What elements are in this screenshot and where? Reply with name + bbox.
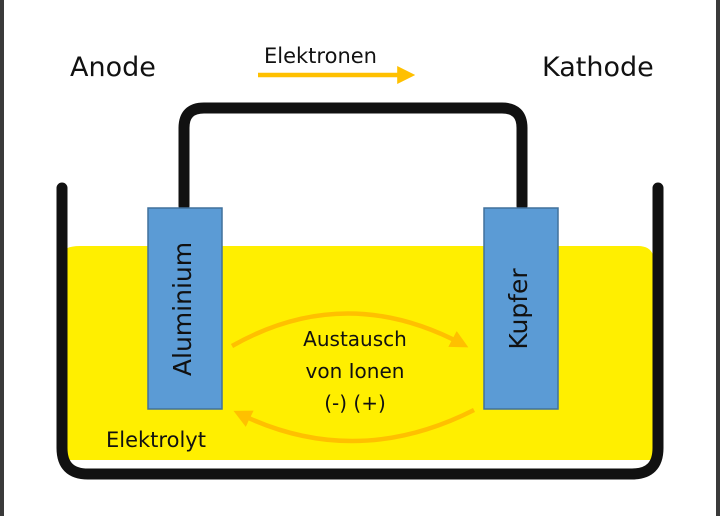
anode-label: Anode — [70, 52, 156, 83]
aluminium-label: Aluminium — [168, 241, 197, 377]
cathode-label: Kathode — [542, 52, 654, 83]
electrolyte-label: Elektrolyt — [106, 428, 206, 452]
copper-electrode — [483, 207, 559, 410]
ion-exchange-line-2: von Ionen — [305, 359, 405, 383]
copper-label: Kupfer — [504, 268, 533, 350]
ion-arrow-left — [233, 407, 476, 444]
right-border — [716, 0, 720, 516]
aluminium-electrode — [147, 207, 223, 410]
ion-exchange-text: Austausch von Ionen (-) (+) — [288, 323, 422, 419]
electrons-label: Elektronen — [264, 44, 377, 68]
ion-exchange-line-3: (-) (+) — [324, 391, 386, 415]
left-border — [0, 0, 4, 516]
wire — [178, 102, 528, 212]
vessel — [56, 182, 664, 480]
ion-arrow-right — [230, 311, 469, 348]
ion-exchange-line-1: Austausch — [303, 327, 407, 351]
